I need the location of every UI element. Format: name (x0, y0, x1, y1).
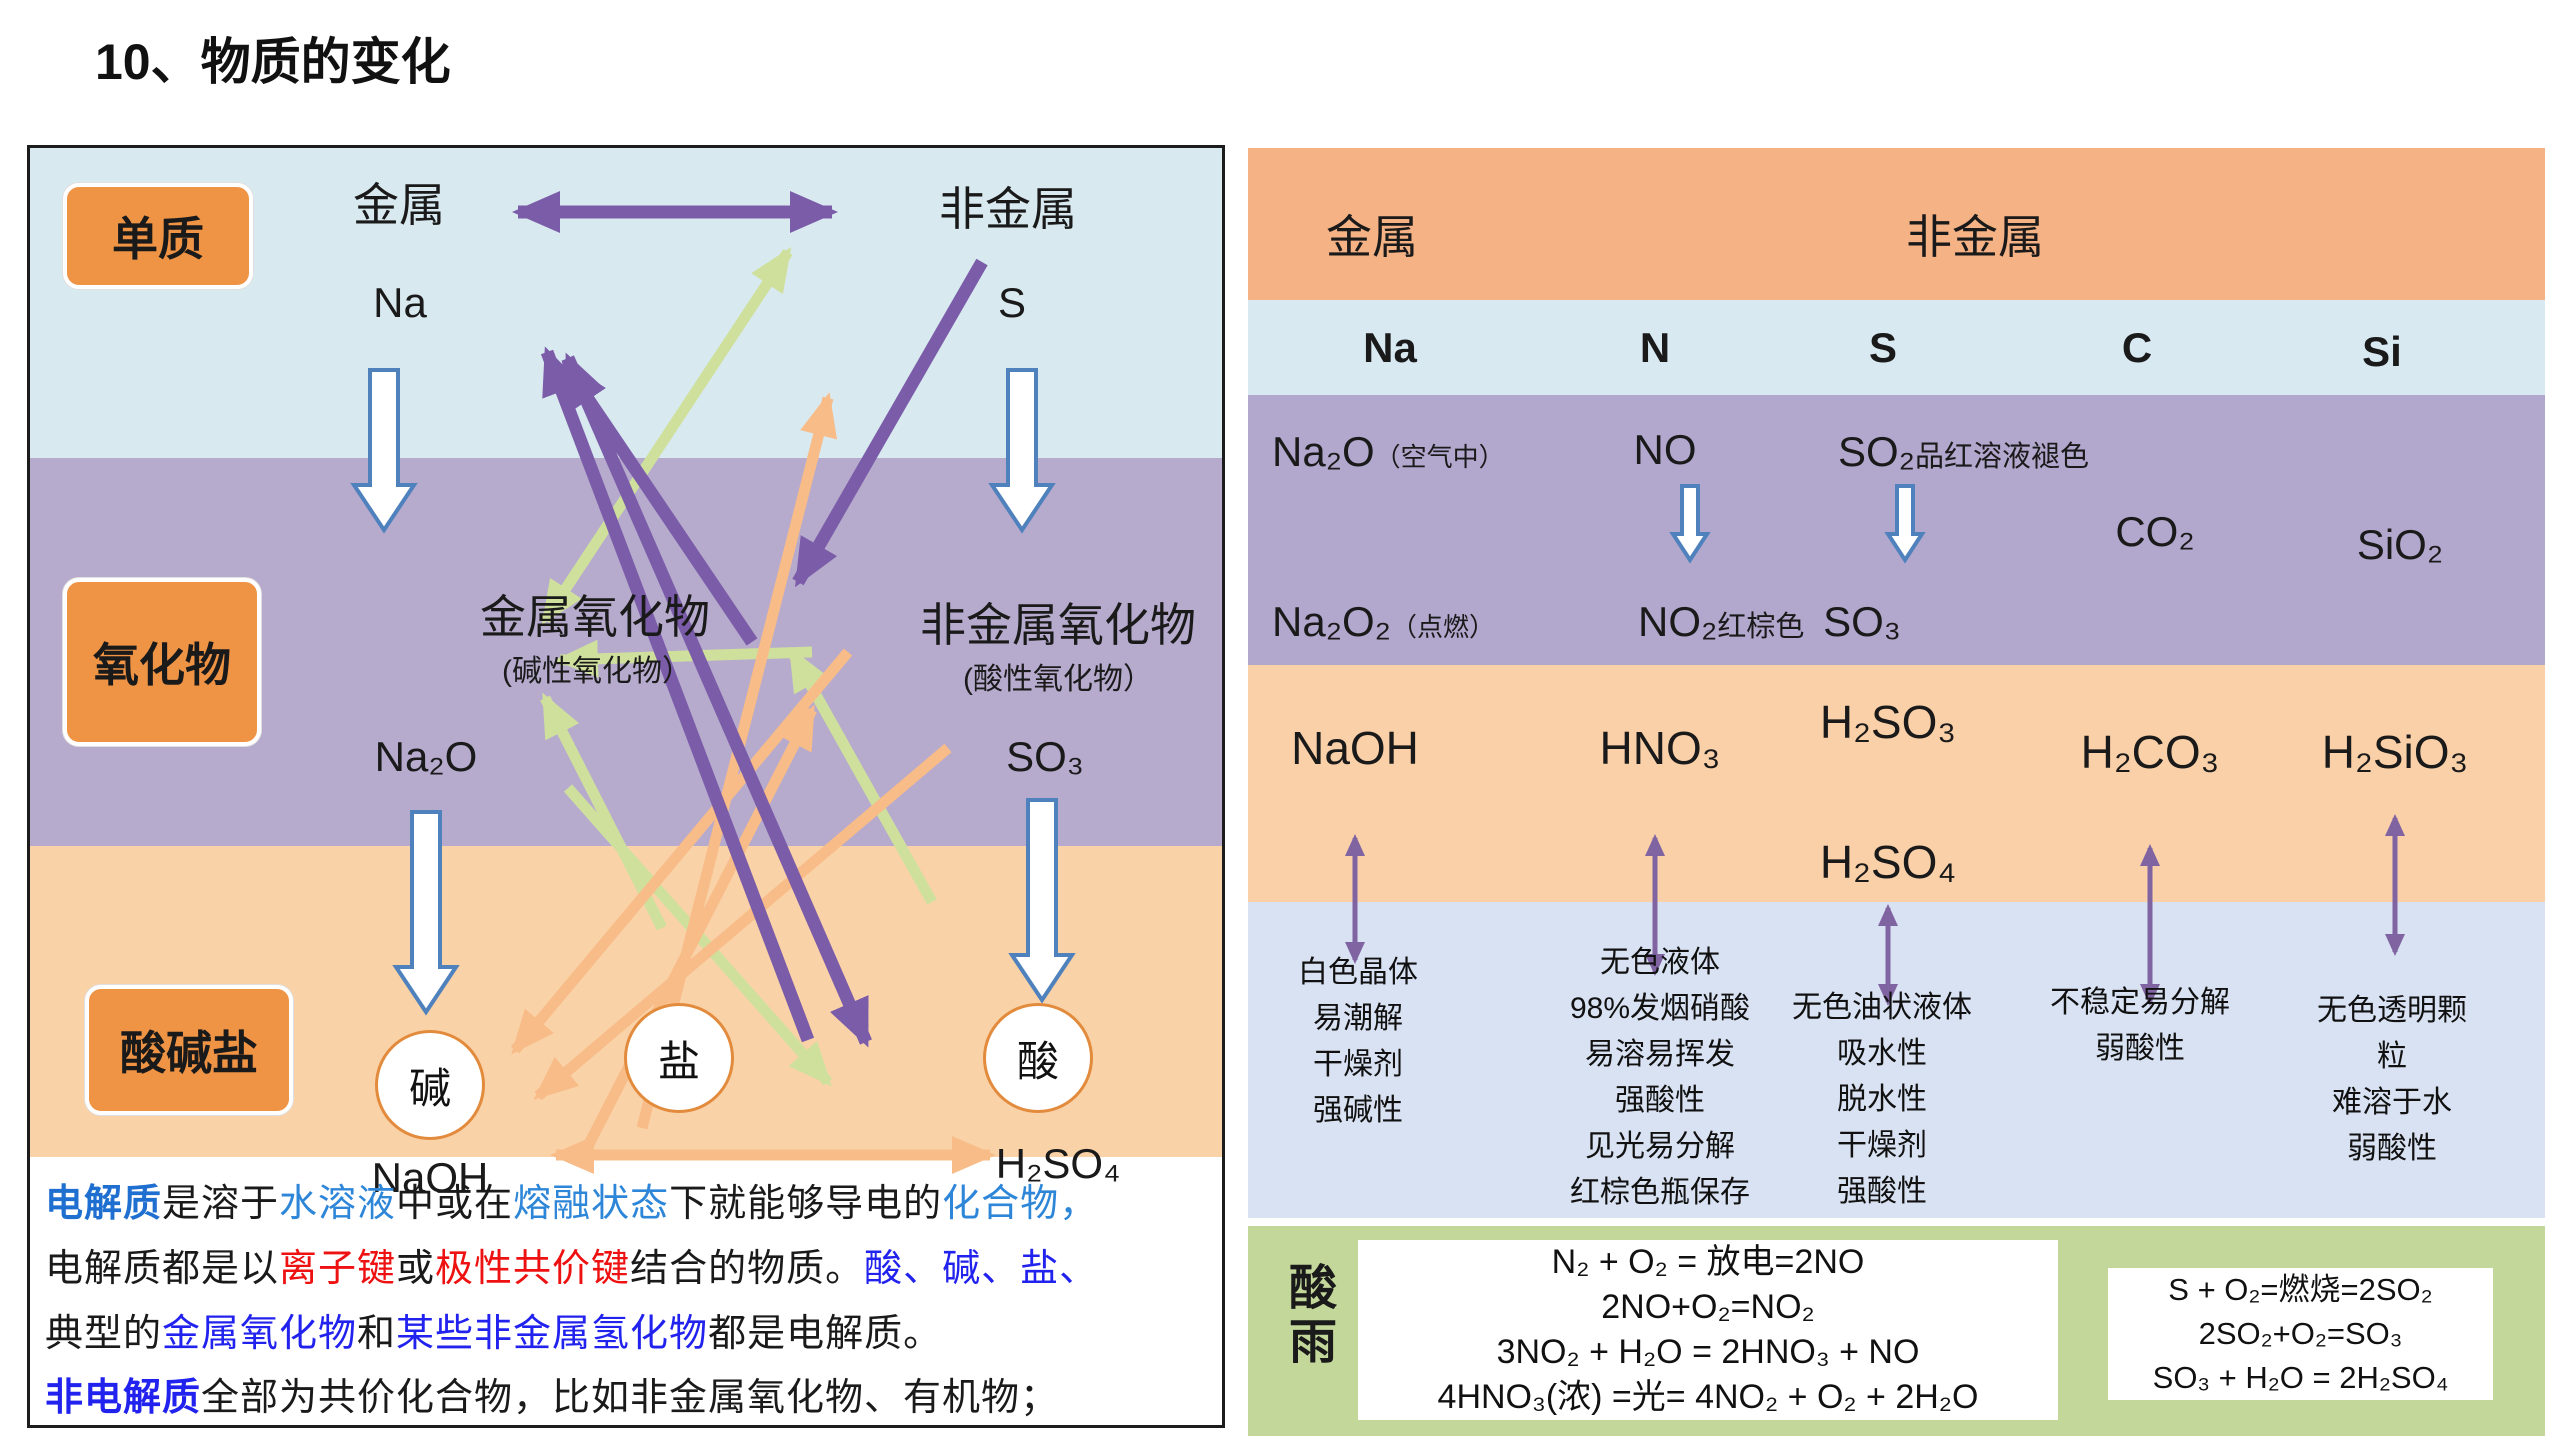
acid-h2sio3: H₂SiO₃ (2321, 726, 2469, 778)
oxide-na2o2: Na₂O₂（点燃） (1272, 598, 1495, 645)
acid-h2so4: H₂SO₄ (1819, 836, 1957, 888)
oxide-co2: CO₂ (2115, 508, 2195, 555)
right-band-elements (1248, 300, 2545, 395)
oxide-so3: SO₃ (1823, 598, 1901, 645)
left-note-block-bg (30, 1157, 1222, 1422)
oxide-sio2: SiO₂ (2356, 521, 2444, 568)
element-c: C (2121, 324, 2153, 371)
element-na: Na (1363, 324, 1417, 371)
properties-h2sio3: 无色透明颗粒 难溶于水 弱酸性 (2317, 994, 2467, 1165)
node-metal-oxide-subtitle: (碱性氧化物） (502, 655, 692, 688)
node-nonmetal: 非金属 (939, 183, 1077, 235)
oxide-na2o: Na₂O（空气中） (1272, 428, 1505, 475)
acid-rain-nox-equations: N₂ + O₂ = 放电=2NO 2NO+O₂=NO₂ 3NO₂ + H₂O =… (1358, 1240, 2058, 1420)
node-nonmetal-oxide: 非金属氧化物 (920, 599, 1196, 651)
note-line-3: 典型的金属氧化物和某些非金属氢化物都是电解质。 (45, 1313, 943, 1355)
node-nonmetal-example: S (997, 279, 1027, 326)
properties-h2so4: 无色油状液体 吸水性 脱水性 干燥剂 强酸性 (1792, 991, 1972, 1208)
right-band-header (1248, 148, 2545, 300)
node-acid-circle: 酸 (983, 1003, 1093, 1113)
element-si: Si (2362, 328, 2402, 375)
acid-h2co3: H₂CO₃ (2080, 726, 2220, 778)
node-salt-circle: 盐 (624, 1003, 734, 1113)
oxide-na2o2-note: （点燃） (1390, 612, 1495, 642)
properties-h2co3: 不稳定易分解 弱酸性 (2050, 986, 2230, 1065)
oxide-no: NO (1633, 426, 1697, 473)
oxide-so2: SO₂品红溶液褪色 (1838, 428, 2090, 475)
note-line-2: 电解质都是以离子键或极性共价键结合的物质。酸、碱、盐、 (45, 1248, 1099, 1290)
node-metal: 金属 (353, 179, 445, 231)
oxide-no2: NO₂红棕色 (1638, 598, 1805, 645)
note-line-1: 电解质是溶于水溶液中或在熔融状态下就能够导电的化合物， (45, 1183, 1099, 1225)
acid-rain-label: 酸雨 (1281, 1262, 1334, 1370)
note-4-seg-nonelectrolyte: 非电解质 (45, 1377, 202, 1419)
node-nonmetal-oxide-subtitle: (酸性氧化物） (963, 663, 1153, 696)
acid-rain-sox-equations: S + O₂=燃烧=2SO₂ 2SO₂+O₂=SO₃ SO₃ + H₂O = 2… (2108, 1268, 2493, 1400)
row-label-elements: 单质 (63, 183, 253, 289)
acid-h2so3: H₂SO₃ (1819, 696, 1957, 748)
node-metal-oxide: 金属氧化物 (480, 591, 710, 643)
node-metal-oxide-example: Na₂O (374, 733, 478, 780)
note-line-4: 非电解质全部为共价化合物，比如非金属氧化物、有机物； (45, 1377, 1060, 1419)
row-label-acid-base-salt: 酸碱盐 (85, 985, 293, 1115)
acid-hno3: HNO₃ (1599, 722, 1721, 774)
node-base-example: NaOH (371, 1154, 489, 1201)
acid-naoh: NaOH (1291, 722, 1419, 774)
right-header-nonmetal: 非金属 (1906, 211, 2044, 263)
properties-naoh: 白色晶体 易潮解 干燥剂 强碱性 (1298, 956, 1418, 1127)
row-label-oxides: 氧化物 (63, 578, 261, 746)
node-base-circle: 碱 (375, 1030, 485, 1140)
oxide-no2-note: 红棕色 (1717, 611, 1805, 643)
element-n: N (1639, 324, 1671, 371)
right-band-acids (1248, 665, 2545, 902)
element-s: S (1868, 324, 1898, 371)
node-nonmetal-oxide-example: SO₃ (1006, 733, 1084, 780)
node-acid-example: H₂SO₄ (995, 1140, 1121, 1187)
properties-hno3: 无色液体 98%发烟硝酸 易溶易挥发 强酸性 见光易分解 红棕色瓶保存 (1569, 946, 1751, 1209)
node-metal-example: Na (373, 279, 427, 326)
right-header-metal: 金属 (1326, 211, 1418, 263)
oxide-na2o-note: （空气中） (1374, 442, 1505, 472)
page-title: 10、物质的变化 (95, 34, 451, 90)
note-1-seg-electrolyte: 电解质 (45, 1183, 163, 1225)
oxide-so2-note: 品红溶液褪色 (1915, 441, 2090, 473)
